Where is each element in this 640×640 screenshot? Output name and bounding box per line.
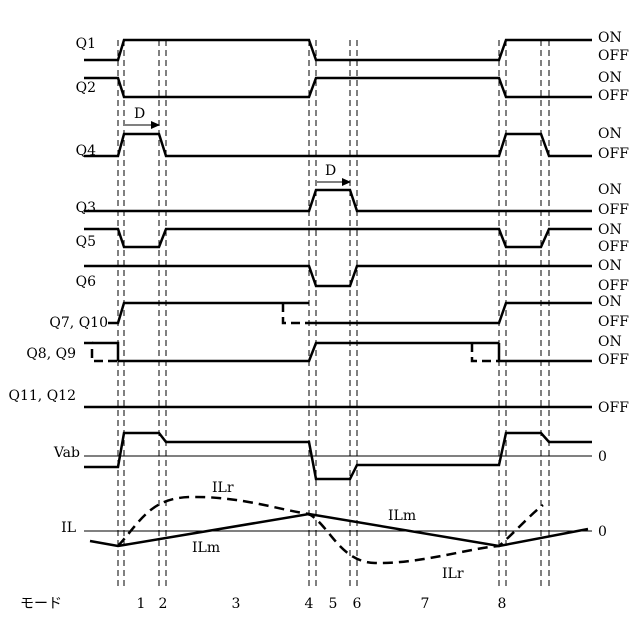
state-off-q7-q10: OFF — [598, 314, 629, 330]
signal-label-q2: Q2 — [76, 80, 96, 96]
ilr-label-top: ILr — [212, 480, 234, 496]
waveform-q7-q10 — [108, 303, 309, 323]
state-on-q8-q9: ON — [598, 334, 622, 350]
state-on-q3: ON — [598, 182, 622, 198]
mode-number: 2 — [159, 596, 168, 612]
signal-q7-q10: Q7, Q10 ON OFF — [49, 294, 629, 331]
waveform-q8-q9-deadtime — [84, 343, 118, 361]
ilm-label-left: ILm — [192, 540, 220, 556]
state-on-q1: ON — [598, 30, 622, 46]
signal-label-q11-q12: Q11, Q12 — [9, 388, 76, 404]
waveform-q8-q9-start — [92, 343, 118, 361]
mode-number: 3 — [232, 596, 241, 612]
waveform-q7-q10-deadtime — [283, 303, 309, 323]
signal-q11-q12: Q11, Q12 OFF — [9, 388, 630, 416]
mode-number: 1 — [137, 596, 146, 612]
mode-boundary-guides — [118, 40, 549, 590]
ilm-label-right: ILm — [388, 508, 416, 524]
waveform-q4 — [84, 134, 592, 156]
state-on-q2: ON — [598, 70, 622, 86]
mode-number: 6 — [353, 596, 362, 612]
state-on-q4: ON — [598, 126, 622, 142]
signal-label-q8-q9: Q8, Q9 — [26, 346, 76, 362]
delay-arrow-q3: D — [317, 163, 351, 186]
vab-trace: Vab 0 — [53, 433, 607, 479]
mode-number: 7 — [421, 596, 430, 612]
state-off-q6: OFF — [598, 278, 629, 294]
signal-q8-q9: Q8, Q9 ON OFF — [26, 334, 629, 368]
il-trace: IL ILr ILm ILm ILr 0 — [61, 480, 607, 582]
il-zero-label: 0 — [598, 524, 607, 540]
waveform-q5 — [84, 229, 592, 247]
state-on-q7-q10: ON — [598, 294, 622, 310]
ilr-waveform — [118, 497, 543, 563]
state-off-q11-q12: OFF — [598, 400, 629, 416]
mode-number: 4 — [305, 596, 314, 612]
state-on-q5: ON — [598, 222, 622, 238]
state-off-q2: OFF — [598, 88, 629, 104]
mode-number: 5 — [329, 596, 338, 612]
state-off-q4: OFF — [598, 146, 629, 162]
delay-label: D — [134, 106, 145, 122]
mode-row: モード 1 2 3 4 5 6 7 8 — [20, 596, 506, 612]
mode-number: 8 — [498, 596, 507, 612]
waveform-q8-q9-deadtime-2 — [472, 343, 499, 361]
waveform-q8-q9-end — [499, 343, 592, 361]
waveform-q1 — [84, 40, 592, 60]
signal-label-q7-q10: Q7, Q10 — [49, 315, 108, 331]
signal-label-q1: Q1 — [76, 36, 96, 52]
state-on-q6: ON — [598, 258, 622, 274]
delay-label: D — [325, 163, 336, 179]
state-off-q3: OFF — [598, 202, 629, 218]
signal-q1: Q1 ON OFF — [76, 30, 630, 64]
ilm-waveform — [90, 514, 588, 546]
mode-label: モード — [20, 596, 62, 612]
state-off-q8-q9: OFF — [598, 352, 629, 368]
il-label: IL — [61, 520, 76, 536]
vab-label: Vab — [53, 445, 80, 461]
state-off-q1: OFF — [598, 48, 629, 64]
waveform-q2 — [84, 78, 592, 97]
signal-label-q6: Q6 — [76, 274, 96, 290]
vab-zero-label: 0 — [598, 449, 607, 465]
waveform-q6 — [84, 266, 592, 286]
waveform-q7-q10-off — [309, 303, 592, 323]
ilr-label-bottom: ILr — [442, 566, 464, 582]
waveform-q3 — [84, 190, 592, 211]
signal-label-q3: Q3 — [76, 200, 96, 216]
delay-arrow-q4: D — [125, 106, 160, 129]
state-off-q5: OFF — [598, 239, 629, 255]
signal-label-q5: Q5 — [76, 234, 96, 250]
